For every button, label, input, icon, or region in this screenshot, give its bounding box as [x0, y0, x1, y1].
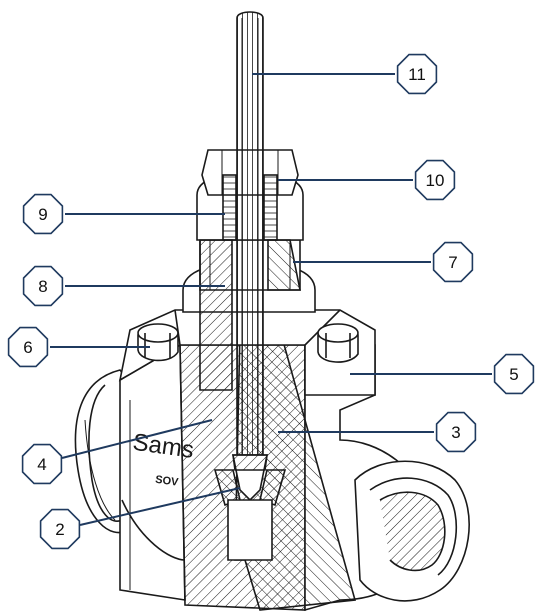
- callout-7: 7: [293, 241, 474, 283]
- callout-number-3: 3: [451, 423, 460, 442]
- packing-left: [222, 174, 237, 241]
- callout-badge-6: [7, 326, 49, 368]
- callout-layer: 11 10 9 7 8 6 5 3 4 2: [7, 53, 535, 550]
- callout-4: 4: [21, 419, 213, 485]
- callout-badge-5: [493, 353, 535, 395]
- callout-number-5: 5: [509, 365, 518, 384]
- callout-5: 5: [350, 353, 535, 395]
- callout-badge-11: [396, 53, 438, 95]
- bolt-right: [317, 323, 359, 363]
- callout-number-11: 11: [408, 65, 426, 84]
- callout-badge-7: [432, 241, 474, 283]
- callout-leader-4: [61, 419, 213, 459]
- callout-number-10: 10: [426, 171, 445, 190]
- callout-9: 9: [22, 193, 225, 235]
- callout-leader-2: [79, 487, 241, 526]
- callout-badge-2: [39, 508, 81, 550]
- callout-badge-3: [435, 411, 477, 453]
- callout-badge-4: [21, 443, 63, 485]
- packing-right: [263, 174, 278, 241]
- model-text: SOV: [154, 474, 179, 489]
- callout-number-2: 2: [55, 520, 64, 539]
- callout-badge-9: [22, 193, 64, 235]
- callout-badge-8: [22, 265, 64, 307]
- bolt-left: [137, 323, 179, 362]
- callout-10: 10: [278, 159, 456, 201]
- callout-number-9: 9: [38, 205, 47, 224]
- callout-number-4: 4: [37, 455, 46, 474]
- callout-11: 11: [252, 53, 438, 95]
- callout-number-6: 6: [23, 338, 32, 357]
- callout-number-7: 7: [448, 253, 457, 272]
- callout-3: 3: [278, 411, 477, 453]
- callout-6: 6: [7, 326, 150, 368]
- valve-body: [74, 309, 470, 612]
- callout-2: 2: [39, 487, 241, 550]
- valve-stem: [213, 11, 287, 561]
- callout-badge-10: [414, 159, 456, 201]
- callout-number-8: 8: [38, 277, 47, 296]
- callout-8: 8: [22, 265, 225, 307]
- left-flange: [74, 369, 129, 534]
